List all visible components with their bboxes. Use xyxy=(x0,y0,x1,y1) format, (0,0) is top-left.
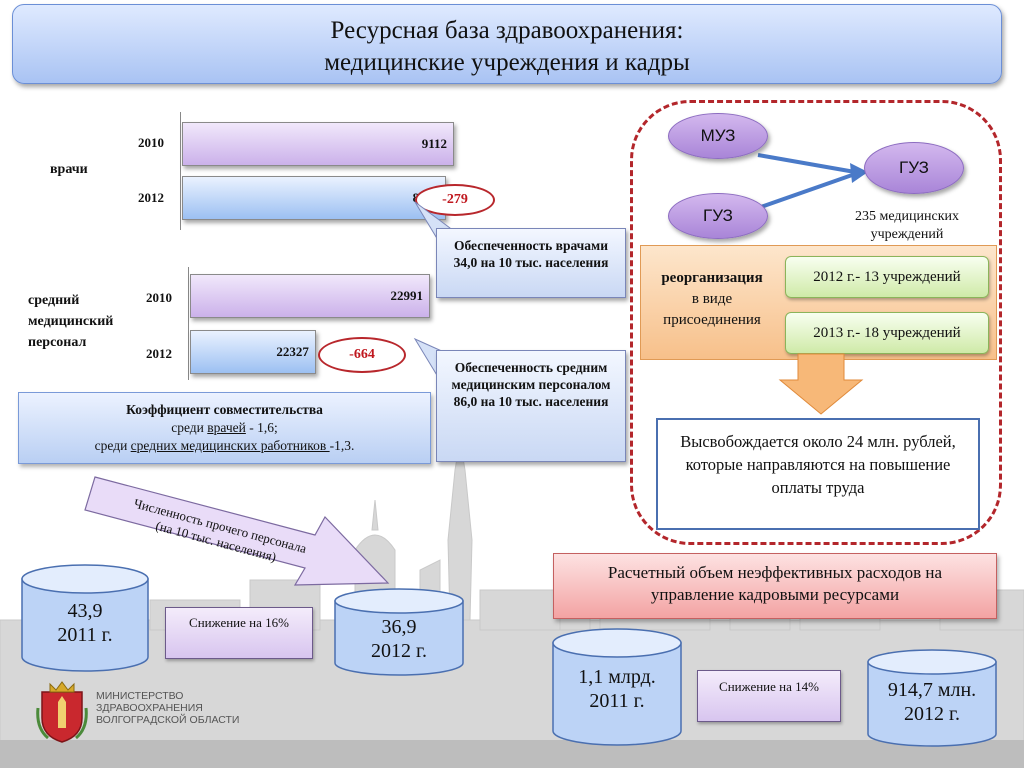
other-staff-decrease-text: Снижение на 16% xyxy=(189,615,289,630)
costs-2012-value: 914,7 млн. xyxy=(887,679,977,701)
muz-node: МУЗ xyxy=(668,113,768,159)
ministry-name-line-2: ЗДРАВООХРАНЕНИЯ xyxy=(96,702,203,714)
other-staff-2011-year: 2011 г. xyxy=(57,624,113,646)
cylinder-shape xyxy=(21,564,149,672)
other-staff-2012-year: 2012 г. xyxy=(371,640,427,662)
title-line-2: медицинские учреждения и кадры xyxy=(324,49,690,76)
bar-nurses-2012: 22327 xyxy=(190,330,316,374)
coefficient-doctors-link: врачей xyxy=(207,420,246,435)
coat-of-arms-icon xyxy=(36,681,88,743)
other-staff-decrease: Снижение на 16% xyxy=(165,607,313,659)
reorg-2012-box: 2012 г.- 13 учреждений xyxy=(785,256,989,298)
nurses-callout: Обеспеченность средним медицинским персо… xyxy=(436,350,626,462)
nurses-chart: средний медицинский персонал 2010 2012 2… xyxy=(0,255,640,395)
nurses-label-line-3: персонал xyxy=(28,335,87,350)
costs-2012-text: 914,7 млн. 2012 г. xyxy=(866,678,998,726)
nurses-2012-year: 2012 xyxy=(146,346,172,361)
reorganization-label: реорганизация в виде присоединения xyxy=(643,268,781,331)
down-arrow xyxy=(778,353,864,415)
bar-nurses-2010-value: 22991 xyxy=(390,288,424,303)
costs-title-text: Расчетный объем неэффективных расходов н… xyxy=(607,563,943,604)
reorganization-label-line-2: в виде xyxy=(691,291,733,307)
costs-2011-text: 1,1 млрд. 2011 г. xyxy=(551,665,683,713)
coefficient-nurses-prefix: среди xyxy=(94,438,131,453)
nurses-2010-year: 2010 xyxy=(146,290,172,305)
nurses-label: средний медицинский персонал xyxy=(28,290,113,353)
costs-2011-year: 2011 г. xyxy=(589,690,645,712)
nurses-axis xyxy=(188,267,189,380)
coefficient-doctors-prefix: среди xyxy=(171,420,208,435)
costs-title-box: Расчетный объем неэффективных расходов н… xyxy=(553,553,997,619)
bar-doctors-2010: 9112 xyxy=(182,122,454,166)
reorganization-block: реорганизация в виде присоединения 2012 … xyxy=(640,245,997,360)
bar-nurses-2012-value: 22327 xyxy=(276,344,309,359)
savings-result-box: Высвобождается около 24 млн. рублей, кот… xyxy=(656,418,980,530)
coefficient-nurses-link: средних медицинских работников xyxy=(130,438,330,453)
page-title: Ресурсная база здравоохранения: медицинс… xyxy=(12,4,1002,84)
ministry-name-line-3: ВОЛГОГРАДСКОЙ ОБЛАСТИ xyxy=(96,714,240,726)
cylinder-shape xyxy=(334,588,464,676)
coefficient-doctors-value: - 1,6; xyxy=(245,420,278,435)
cylinder-shape xyxy=(867,649,997,747)
bar-doctors-2012: 8833 xyxy=(182,176,446,220)
costs-2012-year: 2012 г. xyxy=(904,703,960,725)
nurses-callout-text: Обеспеченность средним медицинским персо… xyxy=(451,360,611,409)
other-staff-2011-text: 43,9 2011 г. xyxy=(20,599,150,647)
nurses-label-line-2: медицинский xyxy=(28,314,114,329)
coefficient-box: Коэффициент совместительства среди враче… xyxy=(18,392,431,464)
other-staff-2011-value: 43,9 xyxy=(67,600,103,622)
doctors-callout: Обеспеченность врачами 34,0 на 10 тыс. н… xyxy=(436,228,626,298)
institutions-count: 235 медицинских учреждений xyxy=(855,209,959,242)
costs-2012-cylinder: 914,7 млн. 2012 г. xyxy=(866,648,998,748)
other-staff-2012-cylinder: 36,9 2012 г. xyxy=(333,587,465,677)
nurses-label-line-1: средний xyxy=(28,293,80,308)
nurses-change-badge: -664 xyxy=(318,337,406,373)
merge-arrows xyxy=(757,153,868,210)
reorg-2013-box: 2013 г.- 18 учреждений xyxy=(785,312,989,354)
reorganization-label-line-3: присоединения xyxy=(663,312,761,328)
doctors-label: врачи xyxy=(50,162,88,177)
other-staff-2011-cylinder: 43,9 2011 г. xyxy=(20,563,150,673)
guz-left-node: ГУЗ xyxy=(668,193,768,239)
guz-right-node: ГУЗ xyxy=(864,142,964,194)
doctors-callout-text: Обеспеченность врачами 34,0 на 10 тыс. н… xyxy=(453,238,609,270)
bar-nurses-2010: 22991 xyxy=(190,274,430,318)
coefficient-title: Коэффициент совместительства xyxy=(126,402,323,417)
other-staff-2012-value: 36,9 xyxy=(381,616,417,638)
coefficient-nurses-value: -1,3. xyxy=(329,438,355,453)
doctors-2010-year: 2010 xyxy=(138,135,164,150)
doctors-change-badge: -279 xyxy=(415,184,495,216)
costs-2011-value: 1,1 млрд. xyxy=(578,666,656,688)
other-staff-arrow xyxy=(84,476,390,586)
other-staff-2012-text: 36,9 2012 г. xyxy=(333,615,465,663)
title-line-1: Ресурсная база здравоохранения: xyxy=(330,17,684,44)
costs-decrease: Снижение на 14% xyxy=(697,670,841,722)
ministry-name-line-1: МИНИСТЕРСТВО xyxy=(96,690,184,702)
doctors-axis xyxy=(180,112,181,230)
doctors-2012-year: 2012 xyxy=(138,190,164,205)
reorganization-label-bold: реорганизация xyxy=(661,270,763,286)
ministry-name: МИНИСТЕРСТВО ЗДРАВООХРАНЕНИЯ ВОЛГОГРАДСК… xyxy=(96,690,239,726)
doctors-chart: врачи 2010 2012 9112 8833 -279 xyxy=(0,100,640,400)
coefficient-doctors: среди врачей - 1,6; xyxy=(19,419,430,437)
cylinder-shape xyxy=(552,628,682,746)
coefficient-nurses: среди средних медицинских работников -1,… xyxy=(19,437,430,455)
reorganization-frame xyxy=(630,100,1002,545)
savings-result-text: Высвобождается около 24 млн. рублей, кот… xyxy=(680,432,956,497)
costs-2011-cylinder: 1,1 млрд. 2011 г. xyxy=(551,627,683,747)
bar-doctors-2010-value: 9112 xyxy=(421,136,447,151)
costs-decrease-text: Снижение на 14% xyxy=(719,679,819,694)
